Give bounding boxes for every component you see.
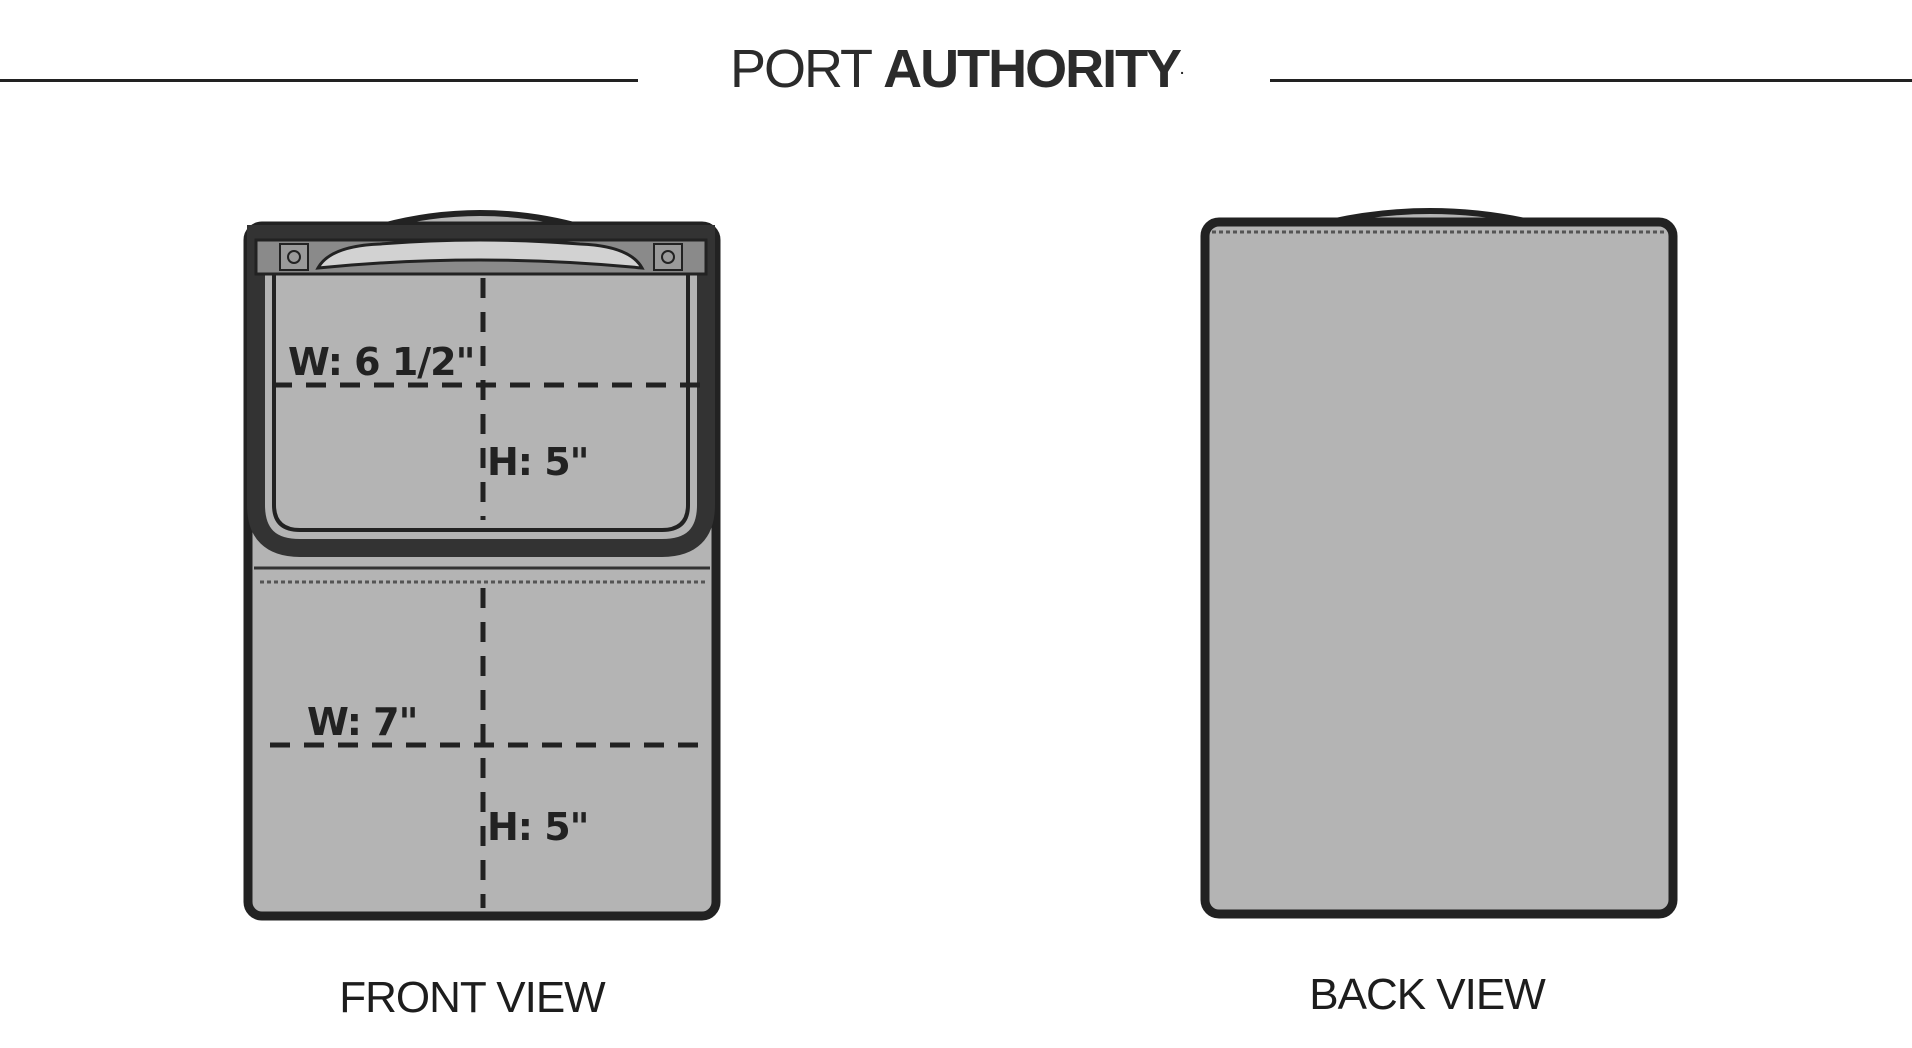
left-rivet-ring bbox=[287, 250, 301, 264]
brand-name-bold: AUTHORITY bbox=[883, 39, 1182, 99]
top-pocket-height-label: H: 5" bbox=[487, 440, 588, 484]
pocket-flap bbox=[315, 238, 645, 270]
front-view-label: FRONT VIEW bbox=[339, 973, 605, 1022]
top-pocket-width-label: W: 6 1/2" bbox=[288, 340, 474, 384]
right-rivet-ring bbox=[661, 250, 675, 264]
brand-logo: PORT AUTHORITY. bbox=[0, 38, 1912, 100]
header-rule-left bbox=[0, 79, 638, 82]
front-view-drawing: W: 6 1/2" H: 5" W: 7" H: 5" bbox=[243, 210, 721, 921]
bottom-pocket-height-label: H: 5" bbox=[487, 805, 588, 849]
bottom-pocket-width-label: W: 7" bbox=[307, 700, 417, 744]
right-rivet-icon bbox=[653, 243, 683, 271]
brand-name-light: PORT bbox=[730, 39, 872, 99]
back-view-drawing bbox=[1200, 208, 1678, 919]
back-view-label: BACK VIEW bbox=[1309, 970, 1546, 1019]
back-body bbox=[1200, 217, 1678, 919]
header-rule-right bbox=[1270, 79, 1912, 82]
left-rivet-icon bbox=[279, 243, 309, 271]
top-pocket bbox=[272, 270, 690, 532]
